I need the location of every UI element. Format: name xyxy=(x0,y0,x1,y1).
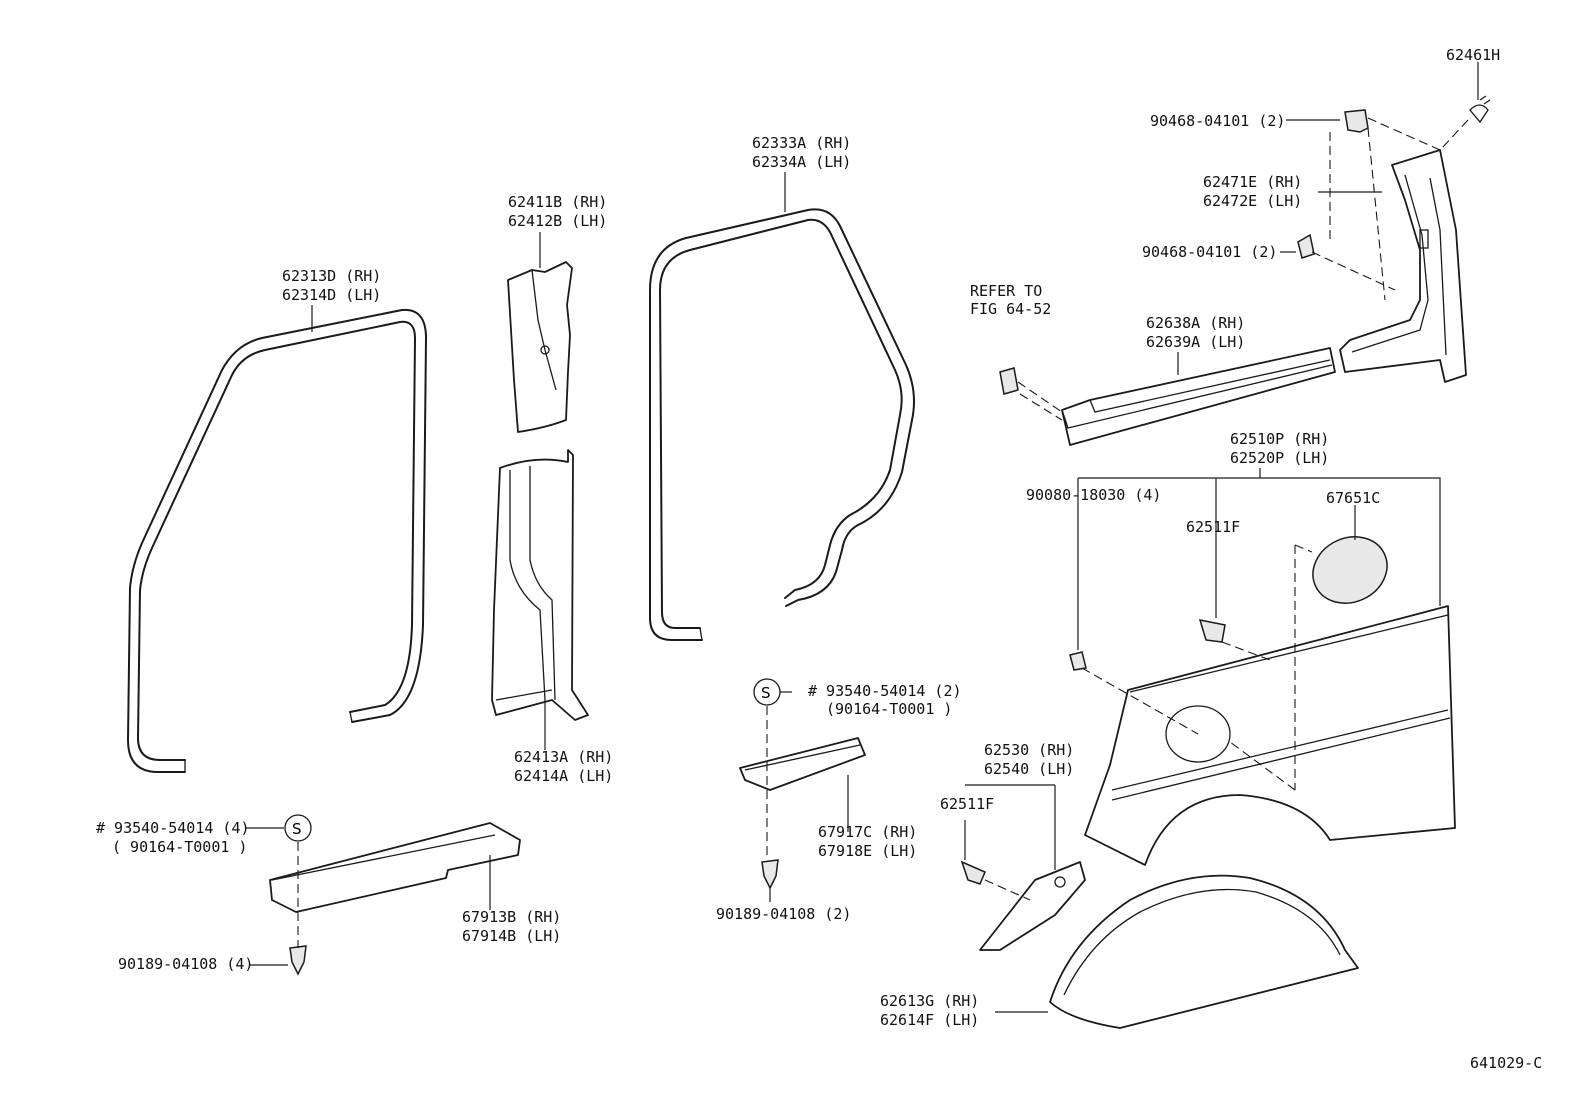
front-door-weatherstrip xyxy=(127,308,427,773)
clip-icon xyxy=(999,109,1369,395)
label-62472E: 62472E (LH) xyxy=(1203,192,1303,210)
step-bracket-left xyxy=(269,822,521,913)
label-62412B: 62412B (LH) xyxy=(508,212,608,230)
label-62411B: 62411B (RH) xyxy=(508,193,608,211)
rear-pillar-trim xyxy=(1339,149,1467,383)
label-90164-left: ( 90164-T0001 ) xyxy=(112,838,248,856)
label-62510P: 62510P (RH) xyxy=(1230,430,1330,448)
label-62639A: 62639A (LH) xyxy=(1146,333,1246,351)
label-62613G: 62613G (RH) xyxy=(880,992,980,1010)
label-62520P: 62520P (LH) xyxy=(1230,449,1330,467)
clip-icon xyxy=(1469,95,1491,124)
label-62333A: 62333A (RH) xyxy=(752,134,852,152)
hole-cover xyxy=(1312,536,1388,604)
label-90080: 90080-18030 (4) xyxy=(1026,486,1162,504)
label-62511F-upper: 62511F xyxy=(1186,518,1241,536)
leader-lines xyxy=(246,62,1479,1013)
wheelhouse-cover xyxy=(1049,874,1359,1029)
label-90468-upper: 90468-04101 (2) xyxy=(1150,112,1286,130)
label-90189-left: 90189-04108 (4) xyxy=(118,955,254,973)
label-93540-left: # 93540-54014 (4) xyxy=(96,819,250,837)
label-93540-middle: # 93540-54014 (2) xyxy=(808,682,962,700)
label-62414A: 62414A (LH) xyxy=(514,767,614,785)
label-62314D: 62314D (LH) xyxy=(282,286,382,304)
label-90468-lower: 90468-04101 (2) xyxy=(1142,243,1278,261)
quarter-trim-panel xyxy=(1084,605,1456,866)
label-62413A: 62413A (RH) xyxy=(514,748,614,766)
step-bracket-middle xyxy=(739,737,866,791)
label-67918E: 67918E (LH) xyxy=(818,842,918,860)
assembly-dashed-lines xyxy=(297,117,1469,948)
wheelhouse-bracket xyxy=(979,861,1086,951)
scuff-plate-front xyxy=(1061,347,1336,446)
label-62530: 62530 (RH) xyxy=(984,741,1075,759)
s-symbol-left: S xyxy=(292,820,302,838)
label-62313D: 62313D (RH) xyxy=(282,267,382,285)
clip-icon xyxy=(289,619,1226,976)
label-refer-to: REFER TO xyxy=(970,282,1043,300)
label-67914B: 67914B (LH) xyxy=(462,927,562,945)
figure-code: 641029-C xyxy=(1470,1054,1543,1072)
label-62511F-lower: 62511F xyxy=(940,795,995,813)
center-pillar-upper-trim xyxy=(507,261,573,433)
label-62614F: 62614F (LH) xyxy=(880,1011,980,1029)
label-62540: 62540 (LH) xyxy=(984,760,1075,778)
label-62334A: 62334A (LH) xyxy=(752,153,852,171)
label-67651C: 67651C xyxy=(1326,489,1381,507)
label-67913B: 67913B (RH) xyxy=(462,908,562,926)
label-62638A: 62638A (RH) xyxy=(1146,314,1246,332)
rear-door-weatherstrip xyxy=(649,208,915,641)
center-pillar-lower-trim xyxy=(491,449,589,721)
label-62471E: 62471E (RH) xyxy=(1203,173,1303,191)
label-62461H: 62461H xyxy=(1446,46,1501,64)
s-symbol-middle: S xyxy=(761,684,771,702)
label-90189-middle: 90189-04108 (2) xyxy=(716,905,852,923)
label-90164-middle: (90164-T0001 ) xyxy=(826,700,953,718)
label-67917C: 67917C (RH) xyxy=(818,823,918,841)
label-fig-ref: FIG 64-52 xyxy=(970,300,1052,318)
